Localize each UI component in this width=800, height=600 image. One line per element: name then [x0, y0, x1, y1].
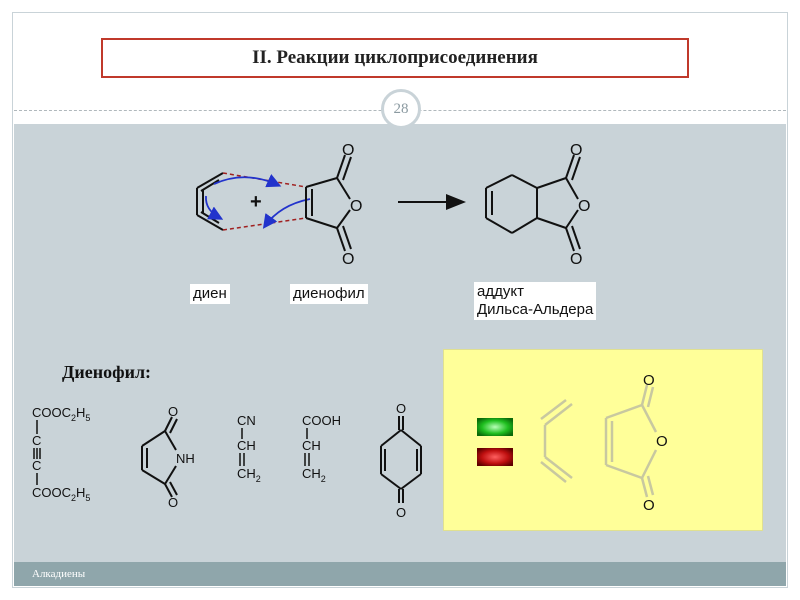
label-diene-text: диен — [193, 285, 227, 302]
maleimide-nh: NH — [176, 451, 195, 466]
acrylonitrile-bonds — [239, 428, 245, 466]
panel-maleic-anhydride-structure — [604, 384, 658, 498]
diene-structure — [196, 172, 224, 231]
slide-title: II. Реакции циклоприсоединения — [101, 38, 689, 78]
oxygen-top-adduct: O — [570, 142, 582, 159]
alkyne-carbon-1: C — [32, 433, 41, 448]
maleimide-oxygen-bottom: O — [168, 495, 178, 510]
panel-oxygen-ring: O — [656, 433, 668, 450]
oxygen-top-reactant: O — [342, 142, 354, 159]
page-number-badge: 28 — [381, 89, 421, 129]
slide-title-text: II. Реакции циклоприсоединения — [252, 47, 538, 68]
benzoquinone-structure — [380, 416, 422, 503]
svg-text:CH: CH — [237, 438, 256, 453]
plus-sign: + — [250, 191, 262, 213]
maleic-anhydride-structure — [305, 154, 352, 252]
benzoquinone-oxygen-top: O — [396, 401, 406, 416]
red-orbital-lobe — [477, 448, 513, 466]
label-diene: диен — [190, 284, 230, 304]
svg-text:CH: CH — [302, 438, 321, 453]
svg-text:CH2: CH2 — [237, 466, 261, 484]
label-adduct-line2: Дильса-Альдера — [477, 301, 594, 318]
adduct-structure — [485, 154, 581, 252]
svg-text:CH2: CH2 — [302, 466, 326, 484]
svg-text:COOC2H5: COOC2H5 — [32, 405, 90, 423]
green-orbital-lobe — [477, 418, 513, 436]
svg-text:COOH: COOH — [302, 413, 341, 428]
page-number: 28 — [393, 100, 409, 117]
footer-text: Алкадиены — [32, 568, 86, 580]
slide-footer: Алкадиены — [14, 562, 786, 586]
oxygen-ring-adduct: O — [578, 198, 590, 215]
label-dienophile: диенофил — [290, 284, 368, 304]
orbital-panel — [443, 349, 763, 531]
oxygen-bottom-reactant: O — [342, 251, 354, 268]
panel-oxygen-bottom: O — [643, 497, 655, 514]
acetylenedicarboxylate-bonds — [33, 420, 41, 485]
maleimide-oxygen-top: O — [168, 404, 178, 419]
acrylic-acid-bonds — [304, 428, 310, 466]
maleimide-structure — [141, 416, 178, 498]
dienophile-heading: Диенофил: — [62, 362, 152, 382]
alkyne-carbon-2: C — [32, 458, 41, 473]
svg-text:COOC2H5: COOC2H5 — [32, 485, 90, 503]
acrylic-acid-structure: COOH CH CH2 — [302, 413, 341, 484]
benzoquinone-oxygen-bottom: O — [396, 505, 406, 520]
acetylenedicarboxylate-structure: COOC2H5 C C COOC2H5 — [32, 405, 90, 503]
acrylonitrile-structure: CN CH CH2 — [237, 413, 261, 484]
label-adduct-line1: аддукт — [477, 283, 524, 300]
oxygen-ring-reactant: O — [350, 198, 362, 215]
panel-oxygen-top: O — [643, 372, 655, 389]
label-adduct: аддукт Дильса-Альдера — [474, 282, 597, 320]
label-dienophile-text: диенофил — [293, 285, 365, 302]
svg-text:CN: CN — [237, 413, 256, 428]
oxygen-bottom-adduct: O — [570, 251, 582, 268]
panel-diene-structure — [540, 399, 573, 483]
